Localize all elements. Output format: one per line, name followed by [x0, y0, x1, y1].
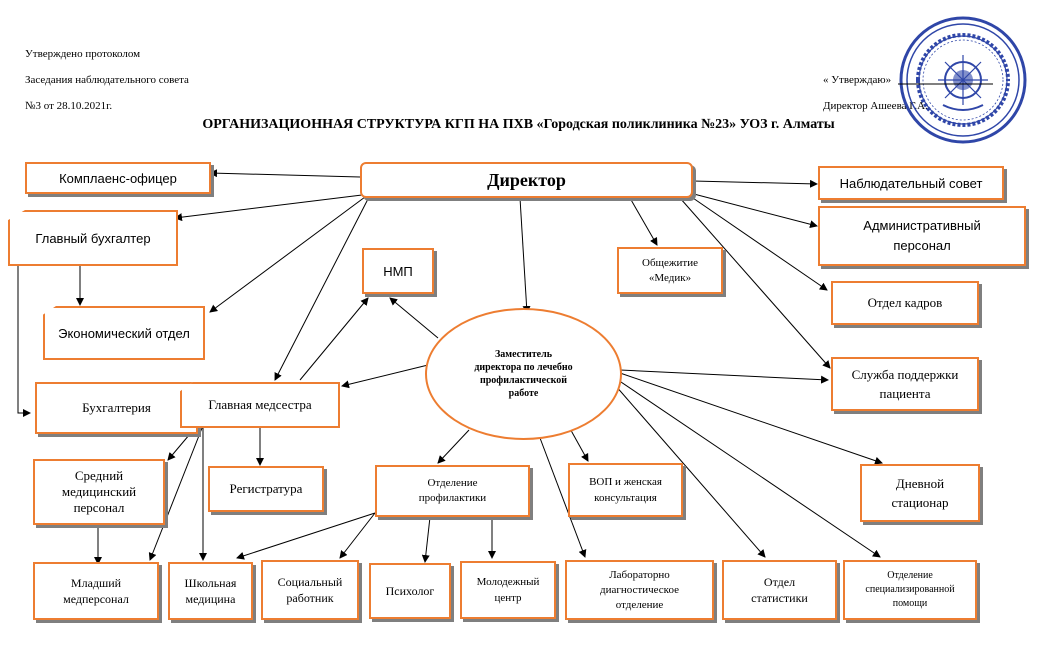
official-seal — [898, 16, 1027, 144]
node-label-1: Социальный — [277, 575, 343, 589]
node-economic-dept: Экономический отдел — [43, 306, 205, 360]
node-label-1: Отдел — [763, 575, 796, 589]
director-approval: « Утверждаю» Директор Ашеева Г.А. — [823, 61, 928, 126]
node-label-1: Заместитель — [494, 349, 552, 360]
node-label-2: персонал — [893, 238, 951, 253]
director-signature: Директор Ашеева Г.А. — [823, 100, 928, 112]
node-label-1: Средний — [74, 468, 124, 483]
node-statistics: Отдел статистики — [722, 560, 837, 620]
node-label-1: ВОП и женская — [589, 476, 662, 488]
node-registry: Регистратура — [208, 466, 324, 512]
node-chief-accountant: Главный бухгалтер — [8, 210, 178, 266]
node-label-1: Общежитие — [642, 256, 698, 269]
approval-note: Утверждено протоколом Заседания наблюдат… — [25, 35, 189, 126]
node-day-hospital: Дневной стационар — [860, 464, 980, 522]
node-label: Наблюдательный совет — [839, 175, 983, 191]
node-label-1: Служба поддержки — [851, 367, 959, 382]
node-label-2: медперсонал — [63, 592, 129, 606]
node-label-3: отделение — [615, 598, 664, 611]
node-label-3: помощи — [892, 598, 928, 609]
node-label-2: профилактики — [418, 492, 487, 504]
node-junior-staff: Младший медперсонал — [33, 562, 159, 620]
node-label-2: «Медик» — [648, 271, 692, 284]
node-label-2: консультация — [594, 492, 657, 504]
node-label-2: специализированной — [865, 584, 955, 595]
node-label: НМП — [383, 263, 413, 279]
node-school-medicine: Школьная медицина — [168, 562, 253, 620]
node-label-2: работник — [286, 591, 334, 605]
node-label-1: Административный — [863, 218, 981, 233]
node-mid-medical-staff: Средний медицинский персонал — [33, 459, 165, 525]
node-label-2: диагностическое — [600, 583, 679, 596]
node-label-1: Лабораторно — [609, 568, 670, 581]
node-psychologist: Психолог — [369, 563, 451, 619]
node-label-1: Школьная — [184, 576, 237, 590]
approval-line-2: Заседания наблюдательного совета — [25, 74, 189, 86]
node-admin-staff: Административный персонал — [818, 206, 1026, 266]
node-label-2: пациента — [879, 386, 931, 401]
node-label: Директор — [487, 169, 566, 190]
node-youth-center: Молодежный центр — [460, 561, 556, 619]
node-label: Регистратура — [229, 481, 303, 496]
node-label: Психолог — [385, 583, 435, 598]
node-head-nurse: Главная медсестра — [180, 382, 340, 428]
node-label-2: медицинский — [61, 484, 137, 499]
node-label: Экономический отдел — [58, 325, 190, 341]
node-social-worker: Социальный работник — [261, 560, 359, 620]
approval-title: « Утверждаю» — [823, 74, 892, 86]
node-label-2: медицина — [185, 592, 236, 606]
node-supervisory-board: Наблюдательный совет — [818, 166, 1004, 200]
node-accounting: Бухгалтерия — [35, 382, 198, 434]
node-label-1: Отделение — [887, 570, 933, 581]
node-deputy-director: Заместитель директора по лечебно профила… — [425, 308, 622, 440]
node-label: Главный бухгалтер — [35, 230, 151, 246]
node-label-1: Дневной — [895, 476, 945, 491]
node-label: Отдел кадров — [867, 295, 943, 310]
node-specialized-care: Отделение специализированной помощи — [843, 560, 977, 620]
node-label-2: стационар — [891, 495, 949, 510]
node-label-3: персонал — [73, 500, 125, 515]
node-label-4: работе — [508, 388, 539, 399]
node-dormitory: Общежитие «Медик» — [617, 247, 723, 294]
node-hr: Отдел кадров — [831, 281, 979, 325]
node-label-3: профилактической — [479, 375, 568, 386]
node-patient-support: Служба поддержки пациента — [831, 357, 979, 411]
node-label: Главная медсестра — [208, 397, 312, 412]
node-label-2: статистики — [751, 591, 808, 605]
node-label: Комплаенс-офицер — [59, 170, 177, 186]
node-label-1: Отделение — [427, 477, 478, 489]
node-label-1: Младший — [70, 576, 122, 590]
node-label-2: центр — [494, 592, 522, 604]
node-label-1: Молодежный — [476, 576, 540, 588]
node-compliance-officer: Комплаенс-офицер — [25, 162, 211, 194]
approval-line-3: №3 от 28.10.2021г. — [25, 100, 113, 112]
node-label-2: директора по лечебно — [474, 362, 573, 373]
node-prevention-dept: Отделение профилактики — [375, 465, 530, 517]
node-gp-women-consultation: ВОП и женская консультация — [568, 463, 683, 517]
node-lab-diagnostic: Лабораторно диагностическое отделение — [565, 560, 714, 620]
node-nmp: НМП — [362, 248, 434, 294]
approval-line-1: Утверждено протоколом — [25, 48, 141, 60]
node-director: Директор — [360, 162, 693, 198]
page-title: ОРГАНИЗАЦИОННАЯ СТРУКТУРА КГП НА ПХВ «Го… — [202, 117, 835, 132]
node-label: Бухгалтерия — [82, 400, 151, 415]
